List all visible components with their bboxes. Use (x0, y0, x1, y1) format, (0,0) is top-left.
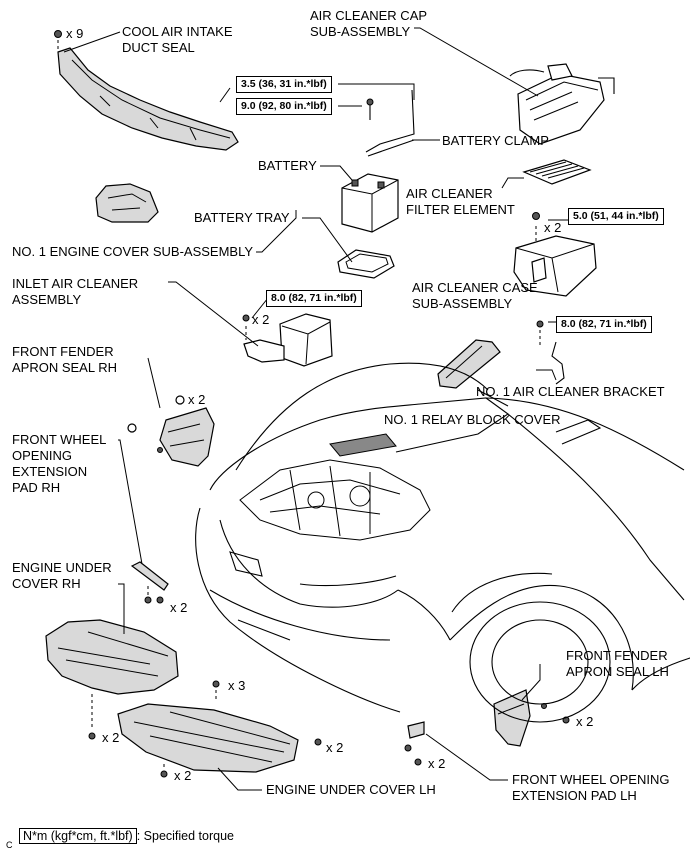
fender-apron-seal-rh (127, 395, 215, 467)
label-air-cleaner-case: AIR CLEANER CASE SUB-ASSEMBLY (412, 280, 538, 311)
vehicle-front (195, 362, 690, 723)
torque-legend-unit: N*m (kgf*cm, ft.*lbf) (18, 828, 137, 844)
wheel-opening-pad-lh (404, 721, 425, 766)
label-air-cleaner-cap: AIR CLEANER CAP SUB-ASSEMBLY (310, 8, 428, 39)
label-engine-cover: NO. 1 ENGINE COVER SUB-ASSEMBLY (12, 244, 254, 259)
battery-tray (337, 249, 395, 279)
qty-pad-lh-screws: x 2 (428, 756, 446, 771)
label-wheel-opening-pad-lh: FRONT WHEEL OPENING EXTENSION PAD LH (512, 772, 670, 803)
label-air-cleaner-filter-element: AIR CLEANER FILTER ELEMENT (406, 186, 515, 217)
qty-pad-rh-screws: x 2 (170, 600, 188, 615)
label-fender-apron-seal-lh: FRONT FENDER APRON SEAL LH (566, 648, 669, 679)
air-cleaner-cap (509, 63, 615, 145)
torque-battery-clamp-nut: 3.5 (36, 31 in.*lbf) (236, 76, 332, 93)
cool-air-intake-duct-seal (54, 30, 239, 151)
qty-case-bolts: x 2 (544, 220, 562, 235)
qty-under-rh-clips: x 3 (228, 678, 246, 693)
battery-clamp (365, 89, 415, 157)
qty-fender-lh-screws: x 2 (576, 714, 594, 729)
label-battery: BATTERY (258, 158, 317, 173)
leader-lines (63, 27, 568, 791)
label-engine-under-cover-lh: ENGINE UNDER COVER LH (266, 782, 436, 797)
label-engine-under-cover-rh: ENGINE UNDER COVER RH (12, 560, 112, 591)
torque-air-cleaner-bracket: 8.0 (82, 71 in.*lbf) (556, 316, 652, 333)
qty-under-lh-bolts-b: x 2 (174, 768, 192, 783)
engine-cover (95, 183, 159, 223)
inlet-air-cleaner (242, 313, 333, 367)
fender-apron-seal-lh (493, 689, 570, 747)
figure-code: C (6, 840, 13, 850)
label-battery-tray: BATTERY TRAY (194, 210, 290, 225)
label-inlet-air-cleaner: INLET AIR CLEANER ASSEMBLY (12, 276, 139, 307)
torque-legend: N*m (kgf*cm, ft.*lbf): Specified torque (12, 812, 234, 844)
label-wheel-opening-pad-rh: FRONT WHEEL OPENING EXTENSION PAD RH (12, 432, 107, 495)
torque-legend-text: : Specified torque (136, 829, 234, 843)
qty-fender-rh-clips: x 2 (188, 392, 206, 407)
label-air-cleaner-bracket: NO. 1 AIR CLEANER BRACKET (476, 384, 665, 399)
relay-block-cover (437, 339, 501, 389)
wheel-opening-pad-rh (130, 561, 169, 604)
torque-inlet-air-cleaner: 8.0 (82, 71 in.*lbf) (266, 290, 362, 307)
qty-under-lh-bolts-a: x 2 (326, 740, 344, 755)
torque-air-cleaner-case: 5.0 (51, 44 in.*lbf) (568, 208, 664, 225)
engine-under-cover-rh (45, 619, 220, 740)
battery (341, 173, 399, 233)
label-fender-apron-seal-rh: FRONT FENDER APRON SEAL RH (12, 344, 117, 375)
label-relay-block-cover: NO. 1 RELAY BLOCK COVER (384, 412, 561, 427)
torque-battery-clamp-bolt: 9.0 (92, 80 in.*lbf) (236, 98, 332, 115)
qty-inlet-bolts: x 2 (252, 312, 270, 327)
air-cleaner-filter (522, 159, 592, 185)
air-cleaner-bracket (536, 320, 565, 385)
air-cleaner-case (513, 212, 597, 297)
label-battery-clamp: BATTERY CLAMP (442, 133, 549, 148)
qty-under-rh-bolts: x 2 (102, 730, 120, 745)
engine-under-cover-lh (117, 703, 322, 778)
qty-duct-seal-clips: x 9 (66, 26, 84, 41)
label-cool-air-intake-duct-seal: COOL AIR INTAKE DUCT SEAL (122, 24, 233, 55)
